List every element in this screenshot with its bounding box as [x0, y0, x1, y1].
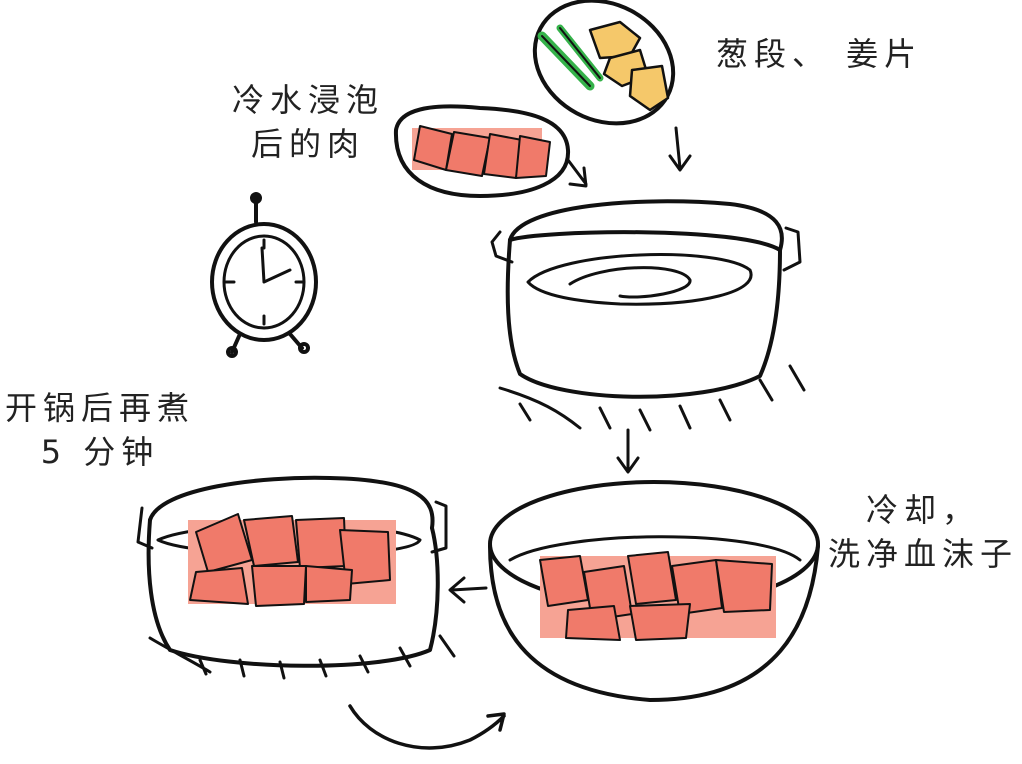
- meat-icon: [539, 551, 776, 641]
- soaked-meat-label-line2: 后的肉: [250, 125, 365, 163]
- meat-icon: [188, 513, 396, 607]
- arrow-icon: [448, 576, 488, 604]
- boil-label-line1: 开锅后再煮: [4, 389, 195, 427]
- soaked-meat-label: 冷水浸泡 后的肉: [218, 78, 398, 166]
- cool-label-line1: 冷却，: [865, 491, 980, 529]
- clock-icon: [210, 192, 318, 358]
- scallion-ginger-label: 葱段、 姜片: [716, 35, 923, 73]
- soaked-meat-bubble: [393, 104, 571, 198]
- scallion-ginger-bubble: [532, 0, 676, 126]
- meat-icon: [412, 125, 551, 179]
- arrow-icon: [668, 126, 692, 172]
- scallion-icon: [537, 24, 604, 91]
- arrow-icon: [616, 428, 640, 474]
- boil-label-line2: 5 分钟: [40, 433, 160, 471]
- pot-icon: [488, 480, 820, 702]
- arrow-icon: [566, 158, 588, 188]
- arrow-icon: [348, 704, 506, 750]
- pot-icon: [136, 475, 456, 680]
- cool-label-line2: 洗净血沫子: [828, 535, 1019, 573]
- soaked-meat-label-line1: 冷水浸泡: [231, 81, 384, 119]
- pot-icon: [490, 199, 806, 432]
- boil-label: 开锅后再煮 5 分钟: [0, 386, 200, 474]
- ginger-icon: [588, 20, 670, 112]
- cool-label: 冷却， 洗净血沫子: [828, 488, 1018, 576]
